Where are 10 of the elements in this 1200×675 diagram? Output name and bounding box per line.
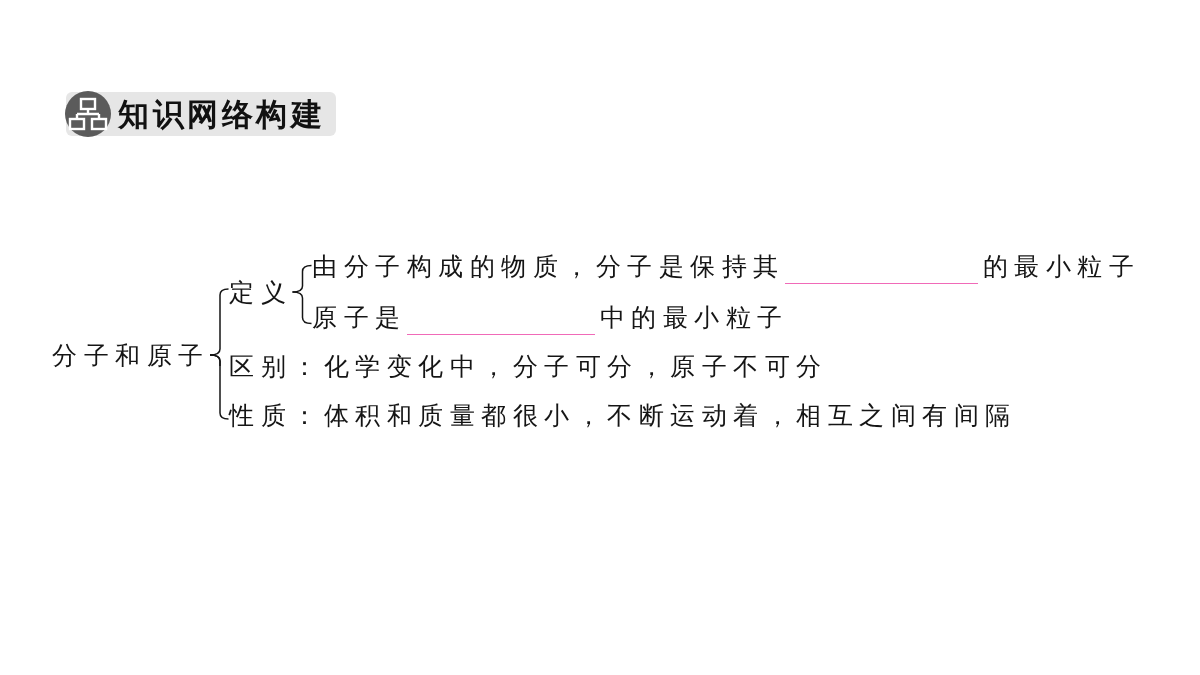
statement-text: 区别：化学变化中，分子可分，原子不可分	[229, 353, 828, 379]
statement-text: 的最小粒子	[982, 251, 1140, 281]
statement-text: 由分子构成的物质，分子是保持其	[312, 251, 785, 281]
statement-text: 性质：体积和质量都很小，不断运动着，相互之间有间隔	[229, 402, 1017, 428]
statement-text: 中的最小粒子	[599, 302, 789, 332]
topic-label: 分子和原子	[52, 342, 210, 368]
statement-text: 原子是	[312, 302, 407, 332]
brace	[291, 291, 313, 325]
title: 知识网络构建	[118, 98, 325, 130]
branch-label: 定义	[229, 279, 292, 305]
